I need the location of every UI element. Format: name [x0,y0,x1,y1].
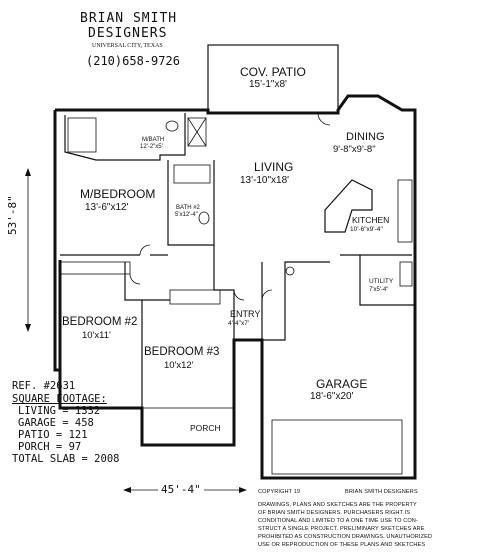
company-location: UNIVERSAL CITY, TEXAS [92,43,163,49]
room-dims-dining: 9'-8"x9'-8" [333,144,376,155]
copyright-owner: BRIAN SMITH DESIGNERS [345,489,418,495]
room-name-bath2: BATH #2 [176,205,200,211]
garage-inner-wall [261,261,330,341]
room-name-porch: PORCH [190,423,221,433]
copyright-notice-6: USE OR REPRODUCTION OF THESE PLANS AND S… [258,542,426,548]
room-name-bed2: BEDROOM #2 [62,316,138,328]
closet-bed3 [169,289,221,305]
room-dims-living: 13'-10"x18' [240,175,290,186]
room-name-dining: DINING [346,131,385,143]
company-name-line1: BRIAN SMITH [80,11,178,26]
room-name-mbath: M/BATH [142,137,165,143]
sqft-porch: PORCH = 97 [18,441,82,453]
room-name-patio: COV. PATIO [240,65,306,79]
room-name-bed3: BEDROOM #3 [144,346,220,358]
kitchen-counter [397,179,413,243]
sqft-total-slab: TOTAL SLAB = 2008 [12,453,120,465]
company-phone: (210)658-9726 [86,54,180,68]
mbath-walls [64,113,186,161]
room-dims-bed3: 10'x12' [164,360,194,371]
copyright-notice-4: STRUCT A SINGLE PROJECT. PRELIMINARY SKE… [258,526,425,532]
room-dims-bath2: 5'x12'-4" [175,212,198,218]
room-dims-bed2: 10'x11' [82,330,111,341]
room-name-garage: GARAGE [316,377,368,391]
tub-mbath [67,117,97,153]
porch-outline [141,407,235,446]
room-dims-garage: 18'-6"x20' [310,391,354,402]
kitchen-island [324,179,373,233]
toilet-mbath [165,120,179,132]
tub-bath2 [173,164,211,184]
room-dims-mbed: 13'-6"x12' [85,202,129,213]
room-dims-entry: 4'-4"x7' [228,320,250,327]
room-dims-kitchen: 10'-6"x9'-4" [350,226,383,233]
exterior-wall [53,94,417,480]
room-name-utility: UTILITY [369,278,394,285]
garage-door [271,419,403,475]
copyright-notice-2: OF BRIAN SMITH DESIGNERS. PURCHASERS RIG… [258,510,411,516]
closet-bed2 [59,261,131,275]
room-name-mbed: M/BEDROOM [80,187,156,201]
toilet-bath2 [198,211,210,225]
room-dims-utility: 7'x5'-4" [369,287,389,293]
utility-walls [359,255,415,306]
sqft-garage: GARAGE = 458 [18,417,94,429]
sqft-patio: PATIO = 121 [18,429,88,441]
copyright-notice-1: DRAWINGS, PLANS AND SKETCHES ARE THE PRO… [258,502,417,508]
shower-mbath [187,117,207,147]
plan-reference: REF. #2631 [12,380,76,392]
room-name-entry: ENTRY [230,309,261,319]
square-footage-title: SQUARE FOOTAGE: [12,393,107,405]
sqft-living: LIVING = 1332 [18,405,101,417]
overall-width-label: 45'-4" [158,484,204,495]
bath2-walls [167,160,215,246]
copyright-line: COPYRIGHT 19 [258,489,301,495]
company-name-line2: DESIGNERS [88,26,168,41]
room-name-kitchen: KITCHEN [352,215,390,225]
overall-depth-label: 53'-8" [6,195,19,235]
hall-wall [124,262,143,408]
room-dims-patio: 15'-1"x8' [249,79,287,90]
room-dims-mbath: 12'-2"x5' [140,144,163,150]
room-name-living: LIVING [254,160,294,174]
copyright-notice-5: PROHIBITED AS CONSTRUCTION DRAWINGS. UNA… [258,534,433,540]
copyright-notice-3: CONDITIONAL AND LIMITED TO A ONE TIME US… [258,518,418,524]
